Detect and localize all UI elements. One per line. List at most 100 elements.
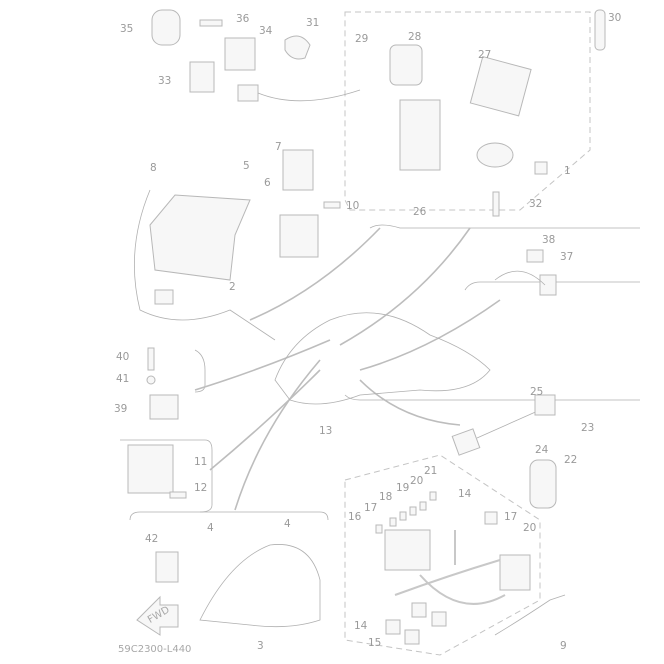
callout-29: 29	[355, 33, 368, 45]
wire	[257, 89, 361, 102]
leader-wire	[359, 379, 461, 426]
callout-6: 6	[264, 177, 271, 189]
relay-part	[282, 149, 314, 191]
callout-19: 19	[396, 482, 409, 494]
clip-part	[284, 35, 311, 60]
callout-3: 3	[257, 640, 264, 652]
motorcycle-outline	[274, 312, 491, 405]
washer-part	[146, 375, 156, 385]
callout-38: 38	[542, 234, 555, 246]
callout-11: 11	[194, 456, 207, 468]
cap-part	[476, 142, 514, 168]
coupler-part	[451, 428, 481, 456]
callout-33: 33	[158, 75, 171, 87]
callout-14b: 14	[354, 620, 368, 632]
fuse-box-part	[499, 554, 531, 591]
wire	[476, 409, 541, 439]
callout-1: 1	[564, 165, 571, 177]
callout-39: 39	[114, 403, 127, 415]
bolt-part	[492, 191, 500, 217]
main-switch-part	[399, 99, 441, 171]
sensor-wire	[494, 270, 546, 286]
callout-14: 14	[458, 488, 472, 500]
terminal-part	[154, 289, 174, 305]
fuse-part	[409, 506, 417, 516]
fuse-part	[375, 524, 383, 534]
callout-23: 23	[581, 422, 594, 434]
relay-part	[404, 629, 420, 645]
callout-22: 22	[564, 454, 577, 466]
coupler-part	[189, 61, 215, 93]
regulator-part	[127, 444, 174, 494]
clamp-part	[151, 9, 181, 46]
separator	[344, 394, 640, 401]
ecu-part	[469, 55, 532, 117]
separator	[120, 439, 213, 513]
battery-cable	[134, 189, 276, 341]
nut-part	[534, 161, 548, 175]
separator	[194, 349, 206, 393]
callout-27: 27	[478, 49, 491, 61]
callout-4: 4	[207, 522, 214, 534]
bolt-part	[323, 201, 341, 209]
callout-5: 5	[243, 160, 250, 172]
callout-4b: 4	[284, 518, 291, 530]
callout-16: 16	[348, 511, 362, 523]
battery-part	[149, 194, 251, 281]
leader-wire	[249, 227, 381, 321]
fuse-part	[389, 517, 397, 527]
starter-relay-part	[279, 214, 319, 258]
leader-wire	[359, 299, 501, 371]
callout-21: 21	[424, 465, 437, 477]
bracket-part	[224, 37, 256, 71]
bolt-part	[169, 491, 187, 499]
leader-wire	[234, 359, 321, 511]
callout-10: 10	[346, 200, 359, 212]
bolt-part	[147, 347, 155, 371]
callout-34: 34	[259, 25, 273, 37]
ignition-switch-part	[389, 44, 423, 86]
callout-40: 40	[116, 351, 129, 363]
callout-15: 15	[368, 637, 381, 649]
separator	[129, 511, 329, 521]
bracket-part	[149, 394, 179, 420]
callout-25: 25	[530, 386, 543, 398]
harness-frame	[199, 544, 321, 628]
callout-32: 32	[529, 198, 542, 210]
relay-part	[431, 611, 447, 627]
fuse-part	[429, 491, 437, 501]
fwd-arrow	[136, 595, 179, 636]
callout-24: 24	[535, 444, 549, 456]
callout-37: 37	[560, 251, 573, 263]
callout-17: 17	[364, 502, 377, 514]
leader-wire	[339, 227, 471, 346]
fuse-box-part	[384, 529, 431, 571]
connector-part	[237, 84, 259, 102]
leader-wire	[194, 339, 331, 391]
callout-42: 42	[145, 533, 158, 545]
callout-8: 8	[150, 162, 157, 174]
callout-31: 31	[306, 17, 319, 29]
relay-part	[484, 511, 498, 525]
callout-20: 20	[410, 475, 423, 487]
fuse-part	[399, 511, 407, 521]
callout-17b: 17	[504, 511, 517, 523]
callout-35: 35	[120, 23, 133, 35]
callout-12: 12	[194, 482, 207, 494]
callout-41: 41	[116, 373, 129, 385]
relay-part	[411, 602, 427, 618]
separator	[464, 281, 640, 291]
callouts: 35 36 31 34 29 28 30 27 33 1 7 5 6 10 26…	[114, 12, 621, 652]
fuse-part	[419, 501, 427, 511]
callout-13: 13	[319, 425, 332, 437]
callout-18: 18	[379, 491, 392, 503]
relay-part	[155, 551, 179, 583]
sensor-part	[539, 274, 557, 296]
leader-wire	[209, 369, 321, 471]
key-part	[594, 9, 606, 51]
callout-20b: 20	[523, 522, 536, 534]
callout-9: 9	[560, 640, 567, 652]
separator	[369, 224, 640, 229]
